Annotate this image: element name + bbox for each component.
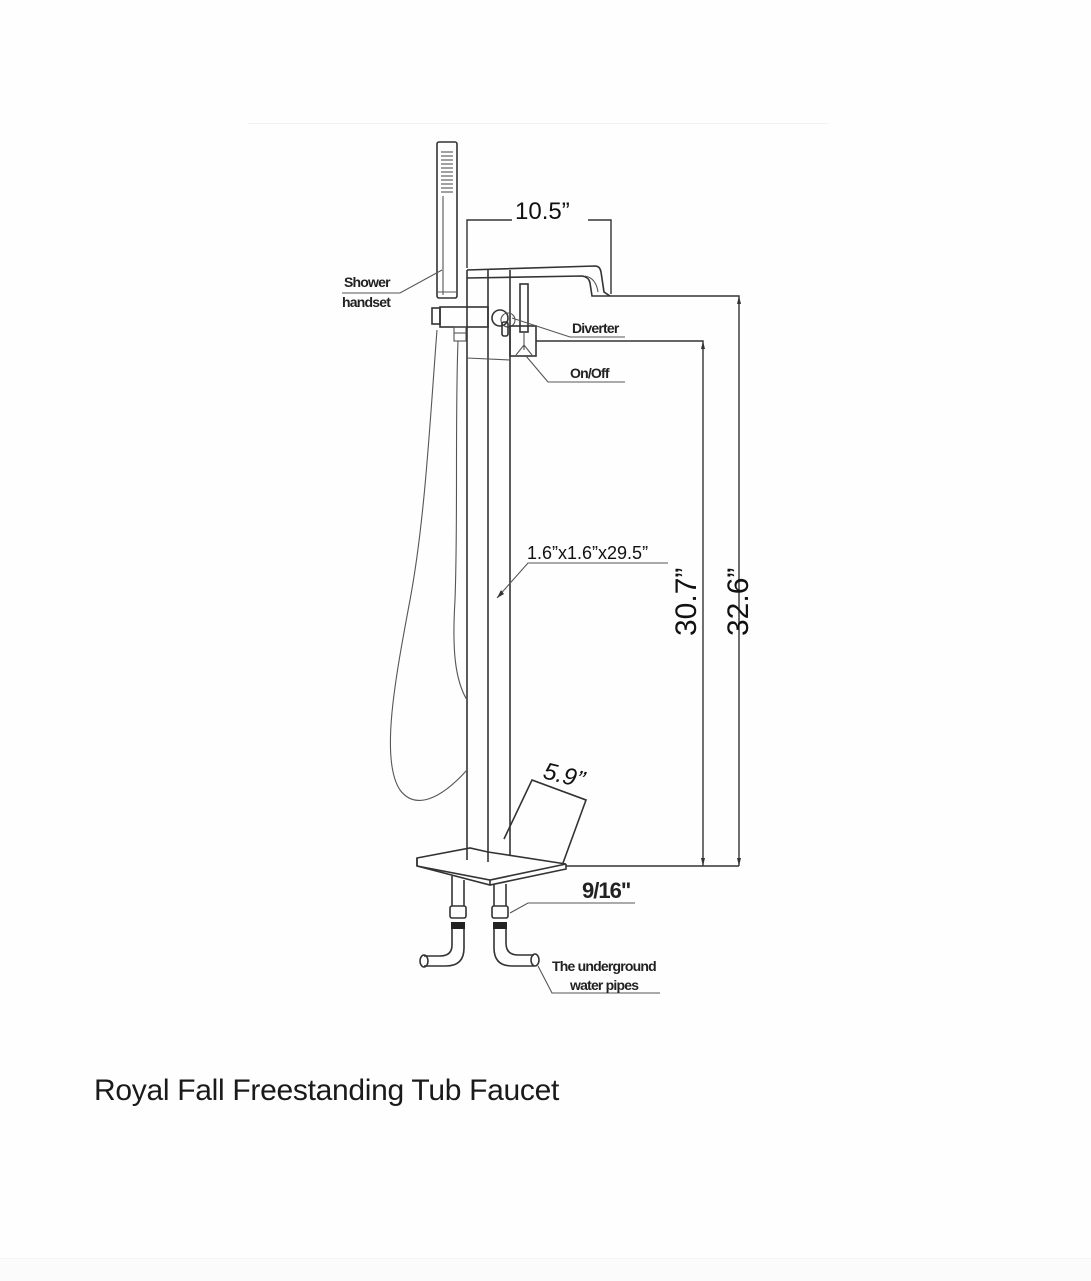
leader-lines bbox=[342, 269, 668, 994]
dimension-handle-height: 30.7” bbox=[670, 568, 703, 636]
dimension-spout-reach: 10.5” bbox=[515, 198, 570, 225]
dimension-lines bbox=[466, 219, 741, 867]
dimension-spout-height: 32.6” bbox=[722, 568, 755, 636]
product-title: Royal Fall Freestanding Tub Faucet bbox=[94, 1074, 560, 1107]
image-frame-edge bbox=[248, 123, 828, 124]
shower-hose bbox=[389, 329, 468, 801]
label-on-off: On/Off bbox=[570, 365, 610, 381]
dimension-base-plate: 5.9” bbox=[541, 758, 589, 794]
faucet-column bbox=[466, 270, 511, 862]
label-shower: Shower bbox=[344, 274, 391, 290]
footer-band bbox=[0, 1258, 1091, 1281]
faucet-technical-drawing: Shower handset Diverter On/Off The under… bbox=[342, 141, 755, 994]
base-plate bbox=[416, 778, 588, 886]
dimension-pipe-connection: 9/16" bbox=[582, 878, 630, 903]
handle-assembly bbox=[491, 283, 537, 357]
dimension-column-size: 1.6”x1.6”x29.5” bbox=[527, 543, 648, 563]
faucet-spout bbox=[466, 265, 611, 297]
handset-holder bbox=[431, 306, 489, 342]
label-water-pipes: water pipes bbox=[569, 977, 639, 993]
supply-pipes bbox=[419, 876, 540, 968]
label-handset: handset bbox=[342, 294, 391, 310]
shower-handset bbox=[436, 141, 458, 299]
label-underground: The underground bbox=[552, 958, 656, 974]
label-diverter: Diverter bbox=[572, 320, 620, 336]
